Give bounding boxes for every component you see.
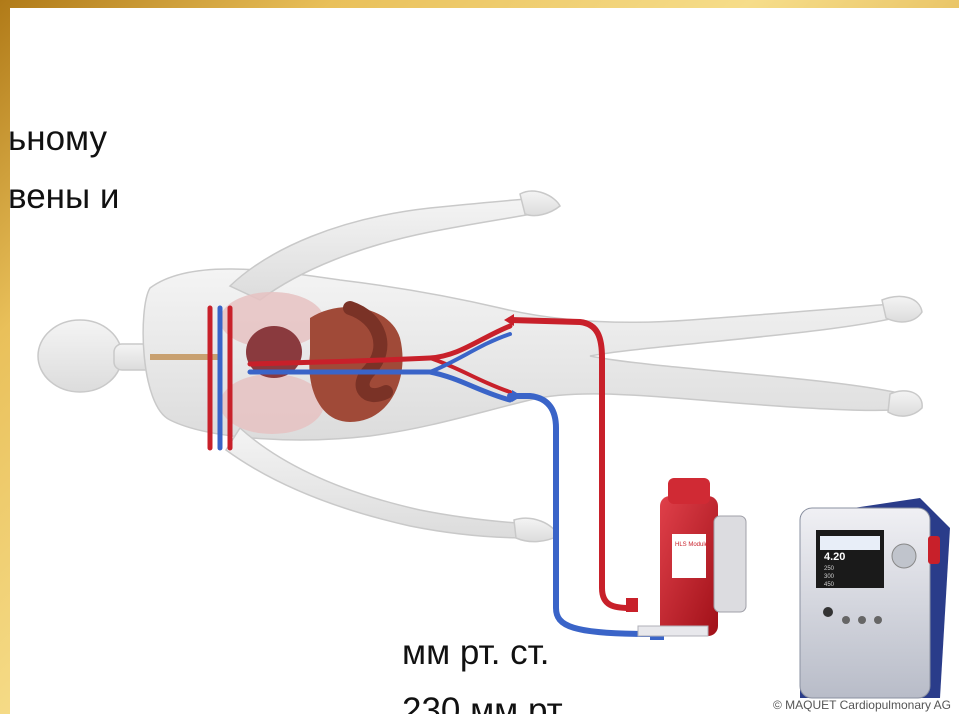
flow-readout: 4.20: [824, 551, 845, 563]
hls-module: HLS Module MAQUET: [626, 478, 746, 640]
image-credit: © MAQUET Cardiopulmonary AG: [773, 698, 951, 712]
arm-lower: [226, 428, 530, 538]
lung-lower: [220, 374, 324, 434]
module-label: HLS Module: [675, 542, 709, 548]
screen-row-1: 250: [824, 566, 835, 572]
port-3: [874, 616, 882, 624]
side-handle: [928, 536, 940, 564]
port-2: [858, 616, 866, 624]
control-knob: [892, 544, 916, 568]
screen-row-3: 450: [824, 582, 835, 588]
pump-head: [714, 516, 746, 612]
slide-text-line-2: вены и: [10, 178, 119, 216]
connector-tube: [638, 626, 708, 636]
oxygenator-top: [668, 478, 710, 504]
ecmo-console: 4.20 250 300 450: [800, 498, 950, 698]
hand-upper: [520, 191, 560, 215]
arm-upper: [230, 198, 544, 300]
module-brand: MAQUET: [676, 570, 702, 576]
head: [38, 320, 122, 392]
port-1: [842, 616, 850, 624]
slide-canvas: HLS Module MAQUET 4.20 250 300 450 ьному…: [10, 8, 959, 714]
screen-header: [820, 536, 880, 550]
foot-upper: [882, 296, 922, 322]
screen-row-2: 300: [824, 574, 835, 580]
slide-text-line-4: 230 мм рт.: [402, 692, 569, 714]
arterial-connector: [626, 598, 638, 612]
hand-lower: [514, 518, 558, 541]
slide-text-line-3: мм рт. ст.: [402, 634, 550, 672]
body-figure: [38, 191, 922, 542]
power-button: [823, 607, 833, 617]
slide-text-line-1: ьному: [10, 120, 107, 158]
foot-lower: [888, 391, 922, 416]
ecmo-illustration: HLS Module MAQUET 4.20 250 300 450: [10, 8, 959, 714]
